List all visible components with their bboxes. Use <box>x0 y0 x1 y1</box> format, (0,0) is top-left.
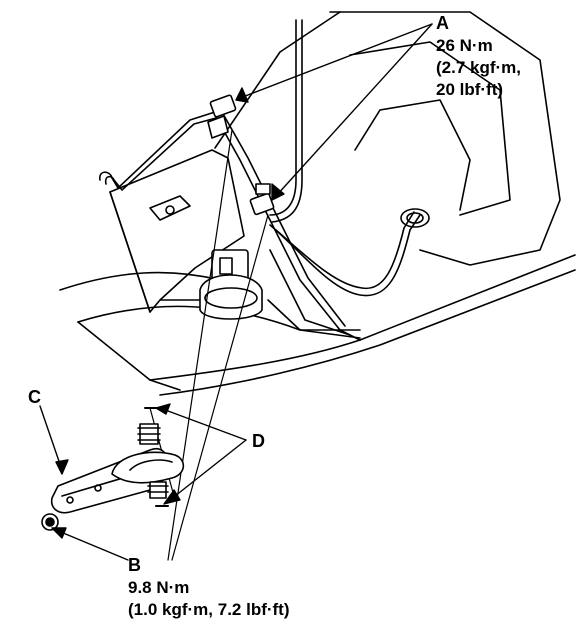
pipe-lines <box>99 19 430 341</box>
callout-a-torque-nm: 26 N·m <box>436 36 493 55</box>
guide-lines <box>149 129 269 561</box>
callout-d-letter: D <box>252 431 265 451</box>
leader-lines <box>39 23 433 561</box>
clamp-bolt-upper <box>207 94 237 139</box>
vehicle-body-panel <box>59 11 576 396</box>
callout-a-letter: A <box>436 13 449 33</box>
callout-b-letter: B <box>128 555 141 575</box>
callout-a-torque-kgfm: (2.7 kgf·m, <box>436 58 522 77</box>
callout-a-torque-lbfft: 20 lbf·ft) <box>436 80 504 99</box>
callout-c-letter: C <box>28 387 41 407</box>
clamp-bolt-lower <box>249 183 275 216</box>
rubber-mount <box>111 423 185 499</box>
callout-b-torque-kgfm-lbfft: (1.0 kgf·m, 7.2 lbf·ft) <box>128 600 290 619</box>
exhaust-pipe-mount <box>149 195 263 320</box>
bolt-b <box>41 513 59 531</box>
callout-b-torque-nm: 9.8 N·m <box>128 578 190 597</box>
